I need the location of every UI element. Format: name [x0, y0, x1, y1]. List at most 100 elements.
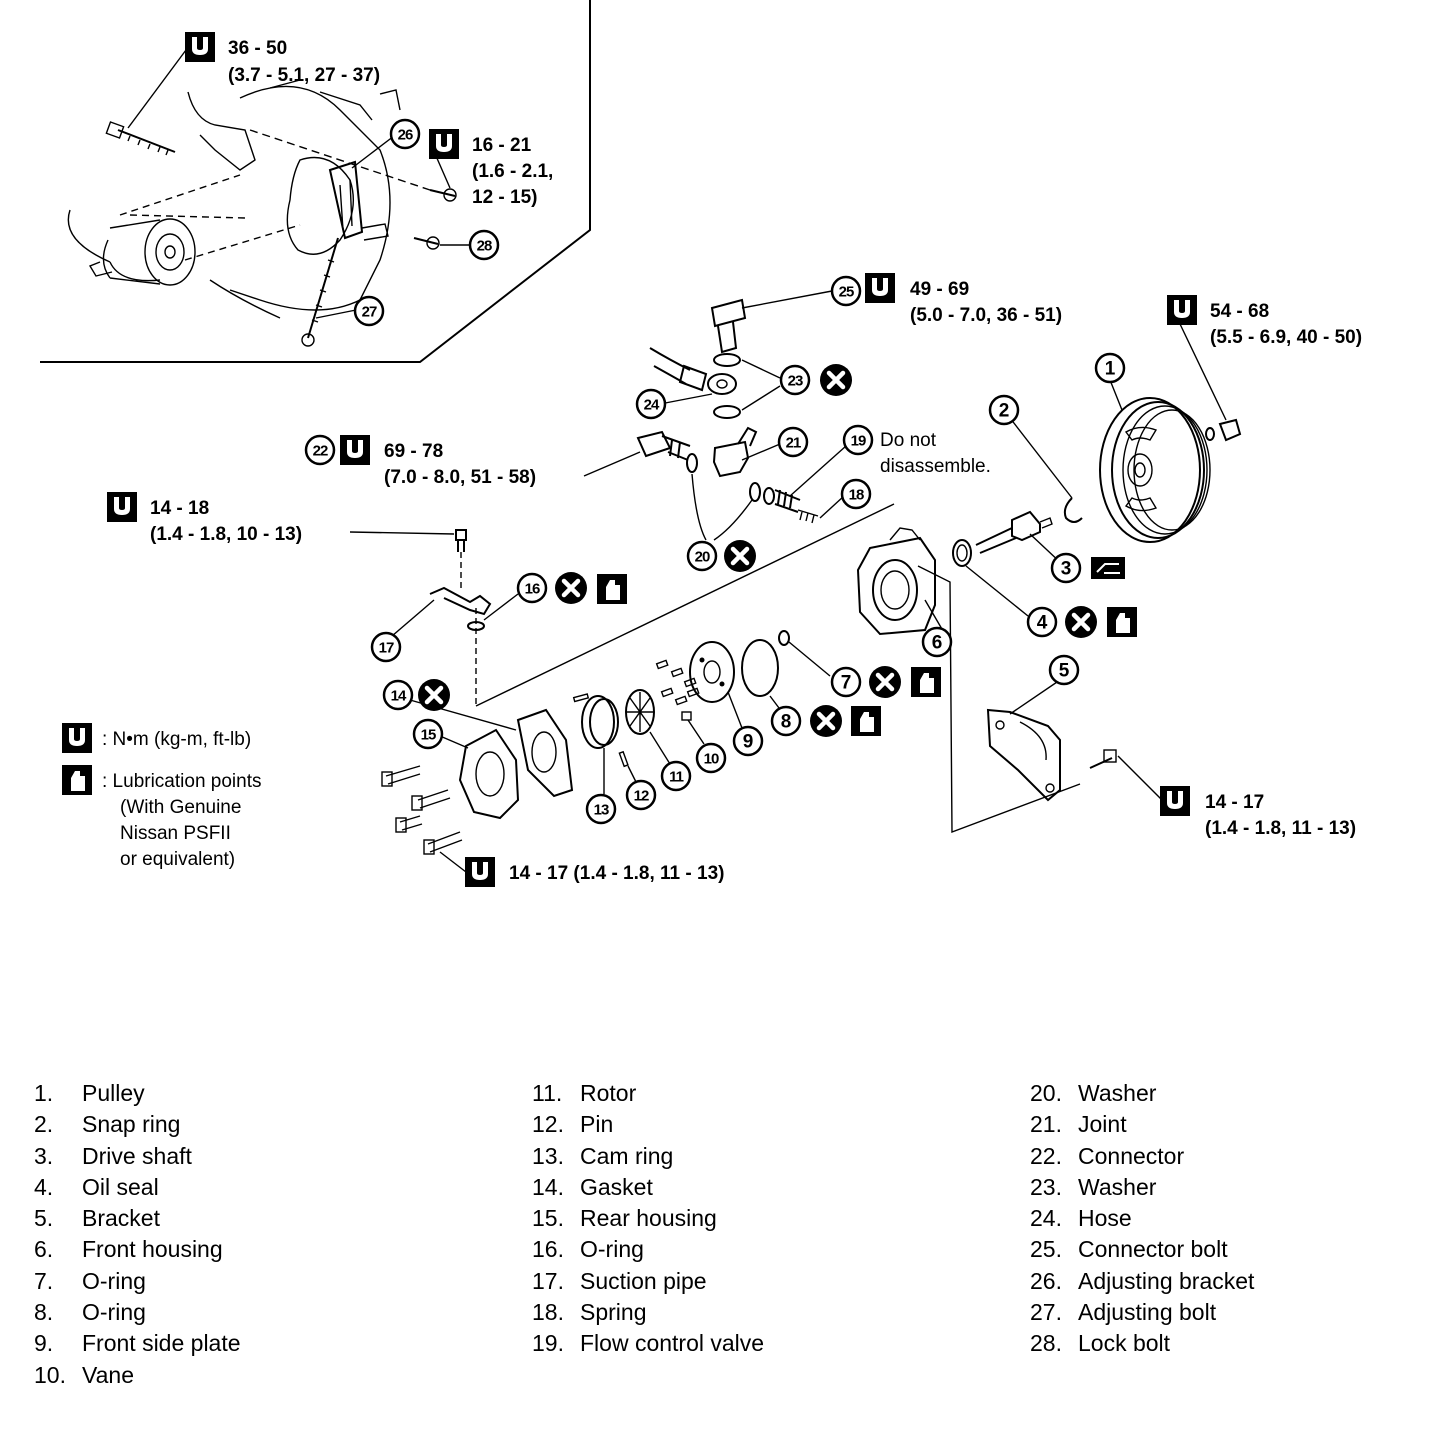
- replace-icon: [869, 666, 901, 698]
- part-number: 18.: [532, 1299, 564, 1326]
- part-name: Bracket: [82, 1205, 160, 1232]
- torque-spec-14-18-sub: (1.4 - 1.8, 10 - 13): [150, 524, 302, 545]
- part-number: 8.: [34, 1299, 54, 1326]
- part-number: 2.: [34, 1111, 54, 1138]
- note-do-not: Do not: [880, 430, 937, 451]
- part-number: 4.: [34, 1173, 54, 1200]
- callout-number: 2: [999, 401, 1010, 422]
- part-name: Connector bolt: [1078, 1236, 1228, 1263]
- torque-icon: [340, 435, 370, 465]
- torque-spec-49-69-sub: (5.0 - 7.0, 36 - 51): [910, 305, 1062, 326]
- part-name: Washer: [1078, 1173, 1157, 1200]
- part-name: O-ring: [580, 1236, 644, 1263]
- part-number: 27.: [1030, 1299, 1062, 1326]
- part-number: 9.: [34, 1330, 54, 1357]
- part-name: Adjusting bolt: [1078, 1299, 1217, 1326]
- part-number: 3.: [34, 1142, 54, 1169]
- callout-number: 19: [851, 433, 866, 450]
- callout-circle: 12: [625, 779, 657, 811]
- callout-circle: 3: [1050, 552, 1082, 584]
- parts-list-item: 28.Lock bolt: [1030, 1328, 1254, 1359]
- callout-circle: 28: [468, 229, 500, 261]
- torque-spec-49-69: 49 - 69: [910, 279, 969, 300]
- torque-icon: [465, 857, 495, 887]
- callout-number: 10: [704, 751, 719, 768]
- replace-icon: [418, 679, 450, 711]
- part-name: Oil seal: [82, 1173, 159, 1200]
- parts-list-item: 26.Adjusting bracket: [1030, 1266, 1254, 1297]
- parts-list-item: 14. Gasket: [532, 1172, 764, 1203]
- part-name: Spring: [580, 1299, 647, 1326]
- part-number: 21.: [1030, 1111, 1062, 1138]
- callout-number: 3: [1061, 559, 1072, 580]
- torque-icon: [62, 723, 92, 753]
- pump-parts: [349, 290, 1242, 873]
- callout-number: 11: [669, 769, 684, 786]
- callout-circle: 14: [382, 679, 414, 711]
- callout-number: 6: [932, 633, 943, 654]
- callout-circle: 15: [412, 718, 444, 750]
- part-number: 16.: [532, 1236, 564, 1263]
- replace-icon: [820, 364, 852, 396]
- part-name: O-ring: [82, 1267, 146, 1294]
- callout-number: 5: [1059, 661, 1070, 682]
- callout-circle: 18: [840, 478, 872, 510]
- callout-number: 26: [398, 127, 413, 144]
- parts-list-item: 20.Washer: [1030, 1078, 1254, 1109]
- part-number: 22.: [1030, 1142, 1062, 1169]
- callout-number: 25: [839, 284, 854, 301]
- torque-spec-69-78: 69 - 78: [384, 441, 443, 462]
- part-name: Pin: [580, 1111, 614, 1138]
- torque-spec-16-21-sub2: 12 - 15): [472, 187, 537, 208]
- parts-list-item: 18. Spring: [532, 1297, 764, 1328]
- part-name: Adjusting bracket: [1078, 1267, 1255, 1294]
- parts-list-item: 3.Drive shaft: [34, 1141, 241, 1172]
- legend-lube-1: : Lubrication points: [102, 771, 262, 792]
- callout-circle: 22: [304, 434, 336, 466]
- legend-lube-4: or equivalent): [120, 849, 235, 870]
- note-disassemble: disassemble.: [880, 456, 991, 477]
- torque-spec-14-17-bottom: 14 - 17 (1.4 - 1.8, 11 - 13): [509, 863, 724, 884]
- callout-number: 24: [644, 397, 660, 414]
- callout-circle: 6: [921, 626, 953, 658]
- part-number: 6.: [34, 1236, 54, 1263]
- parts-list-item: 4. Oil seal: [34, 1172, 241, 1203]
- callout-circle: 19: [842, 424, 874, 456]
- callout-circle: 25: [830, 275, 862, 307]
- part-name: Snap ring: [82, 1111, 181, 1138]
- part-number: 10.: [34, 1361, 66, 1388]
- callout-circle: 26: [389, 118, 421, 150]
- parts-list-item: 12.Pin: [532, 1109, 764, 1140]
- parts-list-item: 9.Front side plate: [34, 1328, 241, 1359]
- pulley: [1099, 379, 1211, 543]
- icon-legend: : N•m (kg-m, ft-lb) : Lubrication points…: [62, 723, 262, 870]
- callout-circle: 2: [988, 394, 1020, 426]
- part-number: 17.: [532, 1267, 564, 1294]
- callout-number: 13: [594, 802, 609, 819]
- callout-number: 8: [781, 712, 792, 733]
- parts-list-item: 17.Suction pipe: [532, 1266, 764, 1297]
- torque-spec-14-18: 14 - 18: [150, 498, 209, 519]
- part-name: O-ring: [82, 1299, 146, 1326]
- parts-list-item: 6.Front housing: [34, 1234, 241, 1265]
- part-number: 19.: [532, 1330, 564, 1357]
- part-name: Rotor: [580, 1080, 637, 1106]
- part-name: Lock bolt: [1078, 1330, 1171, 1357]
- part-number: 7.: [34, 1267, 54, 1294]
- parts-list-item: 23.Washer: [1030, 1172, 1254, 1203]
- part-number: 14.: [532, 1173, 564, 1200]
- part-name: Gasket: [580, 1173, 653, 1200]
- legend-lube-2: (With Genuine: [120, 797, 241, 818]
- torque-spec-69-78-sub: (7.0 - 8.0, 51 - 58): [384, 467, 536, 488]
- callout-circle: 9: [732, 725, 764, 757]
- callout-circle: 23: [779, 364, 811, 396]
- parts-list-item: 27. Adjusting bolt: [1030, 1297, 1254, 1328]
- torque-icon: [865, 273, 895, 303]
- callout-number: 20: [695, 549, 710, 566]
- callout-number: 28: [477, 238, 492, 255]
- part-symbols: [418, 364, 1137, 737]
- callout-number: 12: [634, 788, 649, 805]
- callout-circle: 7: [830, 666, 862, 698]
